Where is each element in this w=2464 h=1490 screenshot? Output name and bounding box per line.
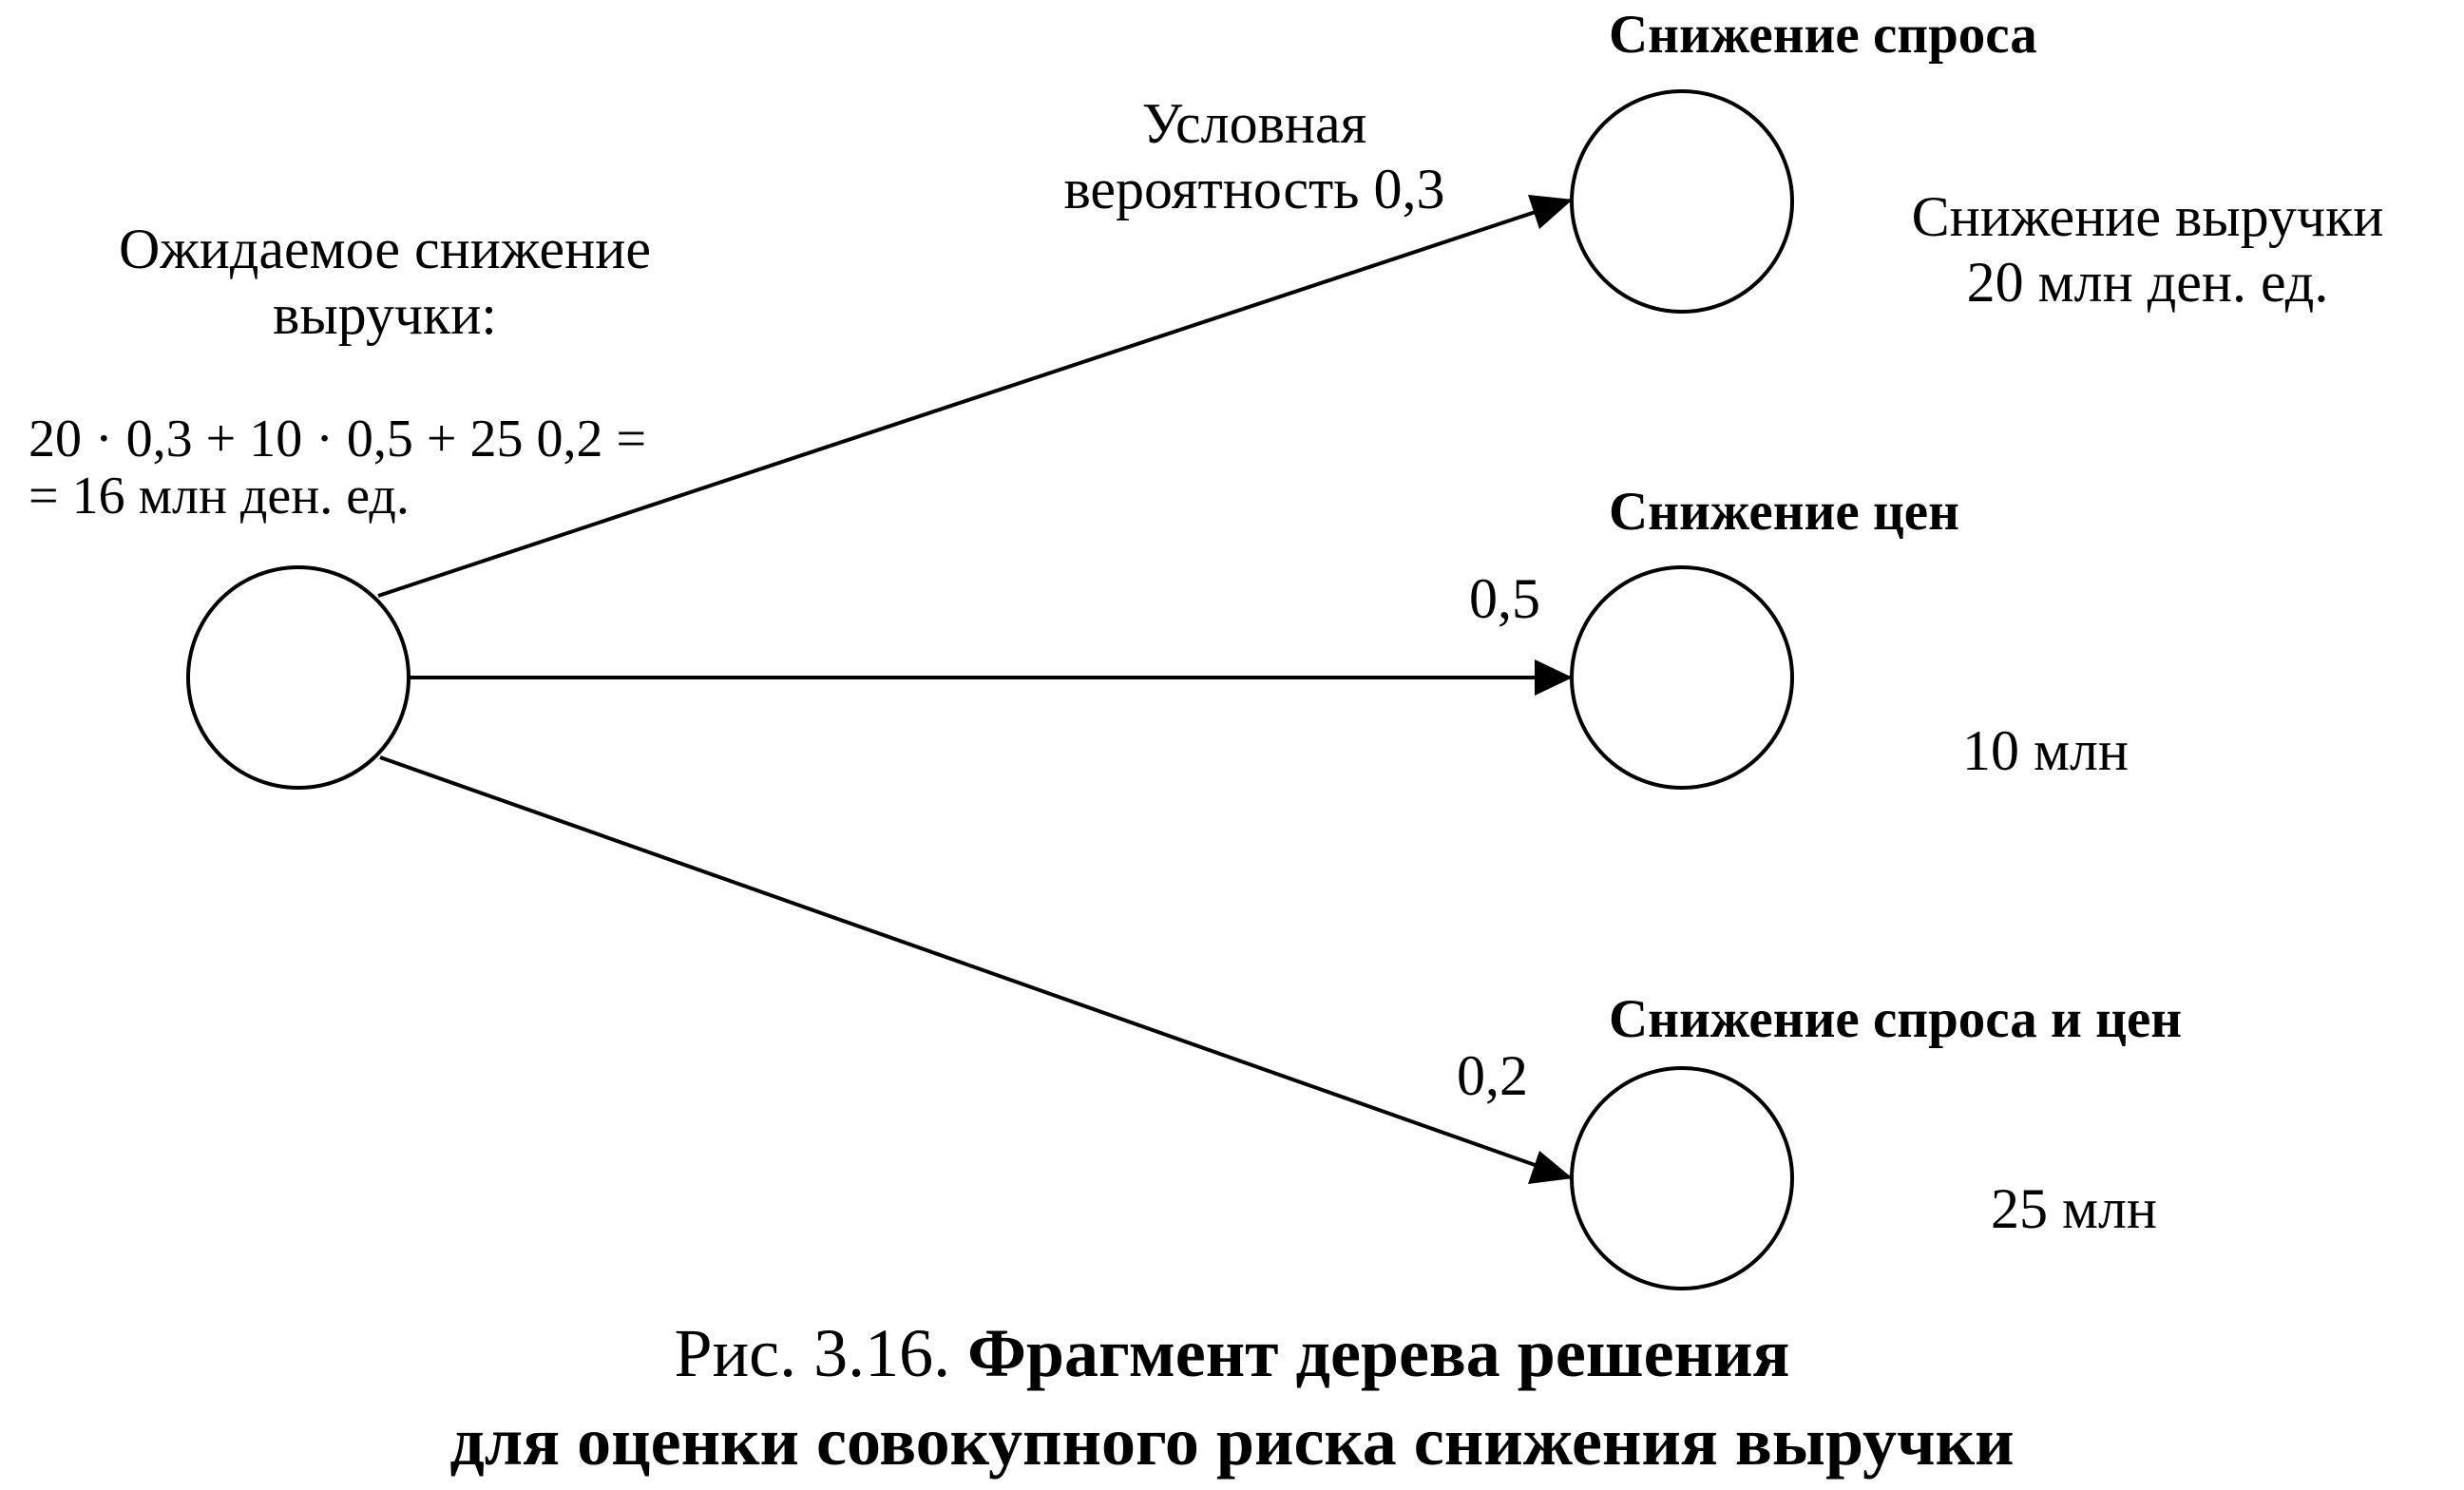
figure-caption-line2: для оценки совокупного риска снижения вы… [449,1404,2015,1480]
caption-prefix: Рис. 3.16. [674,1315,951,1391]
arrowhead-prices [1535,659,1573,696]
root-label: Ожидаемое снижение выручки: [48,217,722,348]
node-demand [1570,89,1794,314]
root-label-line2: выручки: [273,283,497,346]
root-formula-line2: = 16 млн ден. ед. [29,467,410,526]
arrowhead-both [1528,1151,1573,1184]
branch-both-outcome: 25 млн [1991,1177,2158,1240]
node-prices [1570,565,1794,790]
branch-both-title: Снижение спроса и цен [1609,989,2183,1049]
edge-root-to-both [379,755,1574,1180]
branch-demand-title: Снижение спроса [1609,5,2037,65]
caption-title-line1: Фрагмент дерева решения [967,1315,1790,1391]
branch-demand-outcome: Снижение выручки 20 млн ден. ед. [1834,184,2461,315]
branch-demand-probability-line2: вероятность 0,3 [1063,158,1445,220]
branch-demand-probability-line1: Условная [1141,92,1367,155]
branch-both-probability: 0,2 [1457,1044,1528,1107]
branch-demand-probability: Условная вероятность 0,3 [998,91,1511,222]
branch-prices-outcome: 10 млн [1962,719,2130,782]
root-formula: 20 · 0,3 + 10 · 0,5 + 25 0,2 = = 16 млн … [29,409,646,527]
branch-prices-probability: 0,5 [1469,567,1540,630]
root-node [186,565,411,790]
figure-caption: Рис. 3.16. Фрагмент дерева решения [0,1315,2464,1391]
branch-demand-outcome-line2: 20 млн ден. ед. [1966,251,2329,314]
edge-root-to-demand [377,198,1574,598]
branch-prices-title: Снижение цен [1609,482,1959,542]
node-both [1570,1066,1794,1290]
root-label-line1: Ожидаемое снижение [118,218,651,280]
arrowhead-demand [1528,195,1573,229]
branch-demand-outcome-line1: Снижение выручки [1911,185,2384,248]
root-formula-line1: 20 · 0,3 + 10 · 0,5 + 25 0,2 = [29,410,647,468]
